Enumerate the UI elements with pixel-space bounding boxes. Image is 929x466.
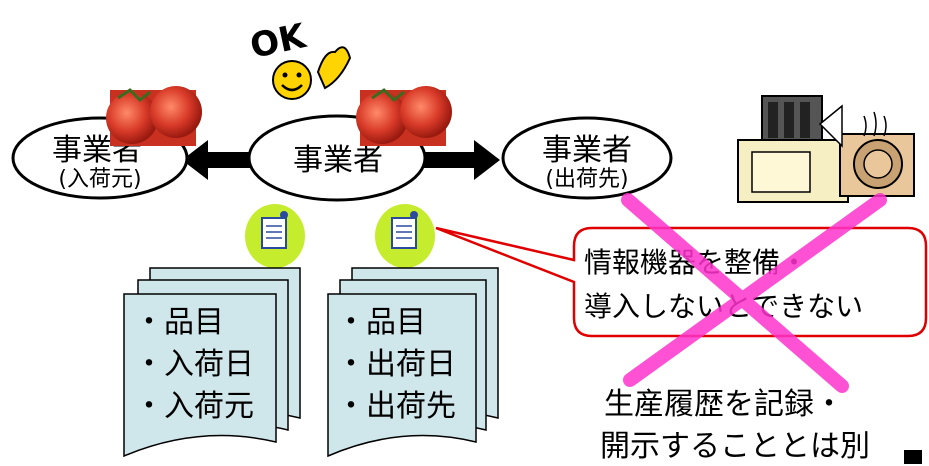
arrow-right	[422, 140, 500, 180]
cross-mark	[621, 193, 887, 393]
doc-right-item-2: ・出荷日	[336, 347, 456, 382]
doc-left-item-2: ・入荷日	[134, 347, 254, 382]
tomato-image-left	[106, 86, 202, 146]
bottom-text-line1: 生産履歴を記録・	[604, 387, 844, 422]
projector-icon	[737, 95, 915, 203]
doc-right-item-1: ・品目	[336, 305, 426, 340]
tomato-image-right	[356, 86, 452, 146]
ok-text: OK	[247, 16, 311, 67]
arrow-left	[182, 140, 250, 180]
ok-smiley-icon: OK	[247, 16, 352, 100]
notepad-icon-right	[375, 204, 435, 268]
node-right-line2: (出荷先)	[545, 167, 628, 192]
doc-right-item-3: ・出荷先	[336, 389, 456, 424]
doc-stack-left: ・品目 ・入荷日 ・入荷元	[123, 267, 301, 458]
doc-left-item-1: ・品目	[134, 305, 224, 340]
doc-left-item-3: ・入荷元	[134, 389, 254, 424]
notepad-icon-left	[245, 204, 305, 268]
doc-stack-right: ・品目 ・出荷日 ・出荷先	[327, 267, 499, 458]
node-right-line1: 事業者	[542, 133, 632, 168]
node-right-ellipse	[501, 116, 673, 200]
node-left-line2: (入荷元)	[58, 167, 141, 192]
node-center-line1: 事業者	[293, 143, 383, 178]
corner-mark	[904, 450, 922, 464]
bottom-text-line2: 開示することとは別	[600, 429, 870, 464]
